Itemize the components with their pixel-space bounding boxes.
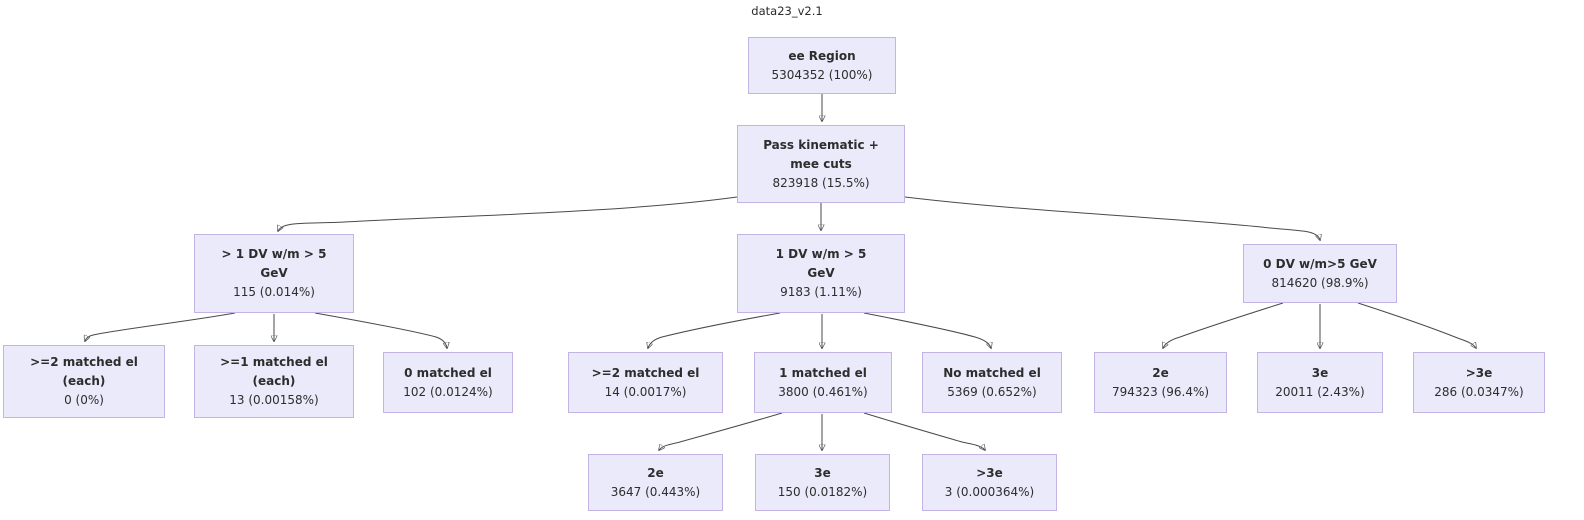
node-label: >=1 matched el (each) — [220, 355, 328, 388]
node-0-matched-el: 0 matched el 102 (0.0124%) — [383, 352, 513, 413]
node-label: No matched el — [943, 365, 1041, 380]
node-count: 823918 (15.5%) — [772, 175, 870, 190]
node-label: 1 matched el — [779, 365, 867, 380]
node-count: 13 (0.00158%) — [229, 393, 319, 407]
node-label: >3e — [1465, 365, 1493, 380]
node-ge2-matched-el-each: >=2 matched el (each) 0 (0%) — [3, 345, 165, 418]
node-label: > 1 DV w/m > 5 GeV — [221, 247, 327, 280]
node-count: 102 (0.0124%) — [403, 384, 493, 399]
node-gt1-dv-wm-gt5gev: > 1 DV w/m > 5 GeV 115 (0.014%) — [194, 234, 354, 313]
edge-pass-kinematic-to-0-dv — [904, 196, 1320, 240]
node-label: 2e — [647, 465, 664, 480]
node-label: 2e — [1152, 365, 1169, 380]
node-count: 9183 (1.11%) — [780, 285, 862, 299]
edge-0-dv-to-gt3e — [1357, 302, 1476, 348]
node-count: 286 (0.0347%) — [1434, 384, 1524, 399]
node-count: 20011 (2.43%) — [1275, 384, 1365, 399]
edge-1-dv-to-ge2-matched — [648, 312, 781, 348]
edge-1-dv-to-no-matched — [863, 312, 991, 348]
node-1matched-gt3e: >3e 3 (0.000364%) — [922, 454, 1057, 511]
edge-1-matched-to-2e — [659, 412, 783, 450]
node-count: 115 (0.014%) — [233, 285, 315, 299]
node-label: >3e — [976, 465, 1003, 480]
diagram-title: data23_v2.1 — [751, 4, 823, 18]
node-label: >=2 matched el (each) — [30, 355, 138, 388]
edge-gt1-dv-to-0-matched — [314, 312, 447, 348]
node-1-dv-wm-gt5gev: 1 DV w/m > 5 GeV 9183 (1.11%) — [737, 234, 905, 313]
node-label: ee Region — [788, 48, 856, 63]
node-ee-region: ee Region 5304352 (100%) — [748, 37, 896, 94]
node-label: 3e — [814, 465, 831, 480]
node-count: 814620 (98.9%) — [1271, 275, 1369, 290]
node-label: 0 DV w/m>5 GeV — [1263, 256, 1377, 271]
node-pass-kinematic-mee-cuts: Pass kinematic + mee cuts 823918 (15.5%) — [737, 125, 905, 203]
node-label: 1 DV w/m > 5 GeV — [775, 247, 867, 280]
node-0dv-3e: 3e 20011 (2.43%) — [1257, 352, 1383, 413]
node-count: 150 (0.0182%) — [777, 484, 868, 499]
node-count: 0 (0%) — [64, 393, 104, 407]
node-count: 3800 (0.461%) — [778, 384, 868, 399]
edge-0-dv-to-2e — [1163, 302, 1284, 348]
node-ge2-matched-el: >=2 matched el 14 (0.0017%) — [568, 352, 723, 413]
node-0-dv-wm-gt5gev: 0 DV w/m>5 GeV 814620 (98.9%) — [1243, 244, 1397, 303]
node-ge1-matched-el-each: >=1 matched el (each) 13 (0.00158%) — [194, 345, 354, 418]
node-no-matched-el: No matched el 5369 (0.652%) — [922, 352, 1062, 413]
node-count: 14 (0.0017%) — [604, 384, 687, 399]
edge-pass-kinematic-to-gt1-dv — [278, 196, 738, 231]
node-0dv-gt3e: >3e 286 (0.0347%) — [1413, 352, 1545, 413]
edge-1-matched-to-gt3e — [863, 412, 985, 450]
edge-gt1-dv-to-ge2-matched-each — [85, 312, 236, 341]
node-label: Pass kinematic + mee cuts — [763, 137, 879, 171]
node-label: >=2 matched el — [591, 365, 700, 380]
node-0dv-2e: 2e 794323 (96.4%) — [1094, 352, 1227, 413]
node-1matched-3e: 3e 150 (0.0182%) — [755, 454, 890, 511]
node-count: 794323 (96.4%) — [1111, 384, 1210, 399]
node-1matched-2e: 2e 3647 (0.443%) — [588, 454, 723, 511]
node-label: 3e — [1311, 365, 1329, 380]
node-count: 3647 (0.443%) — [610, 484, 701, 499]
node-count: 5369 (0.652%) — [947, 384, 1037, 399]
node-label: 0 matched el — [404, 365, 492, 380]
node-1-matched-el: 1 matched el 3800 (0.461%) — [754, 352, 892, 413]
node-count: 5304352 (100%) — [771, 67, 873, 82]
node-count: 3 (0.000364%) — [944, 484, 1035, 499]
